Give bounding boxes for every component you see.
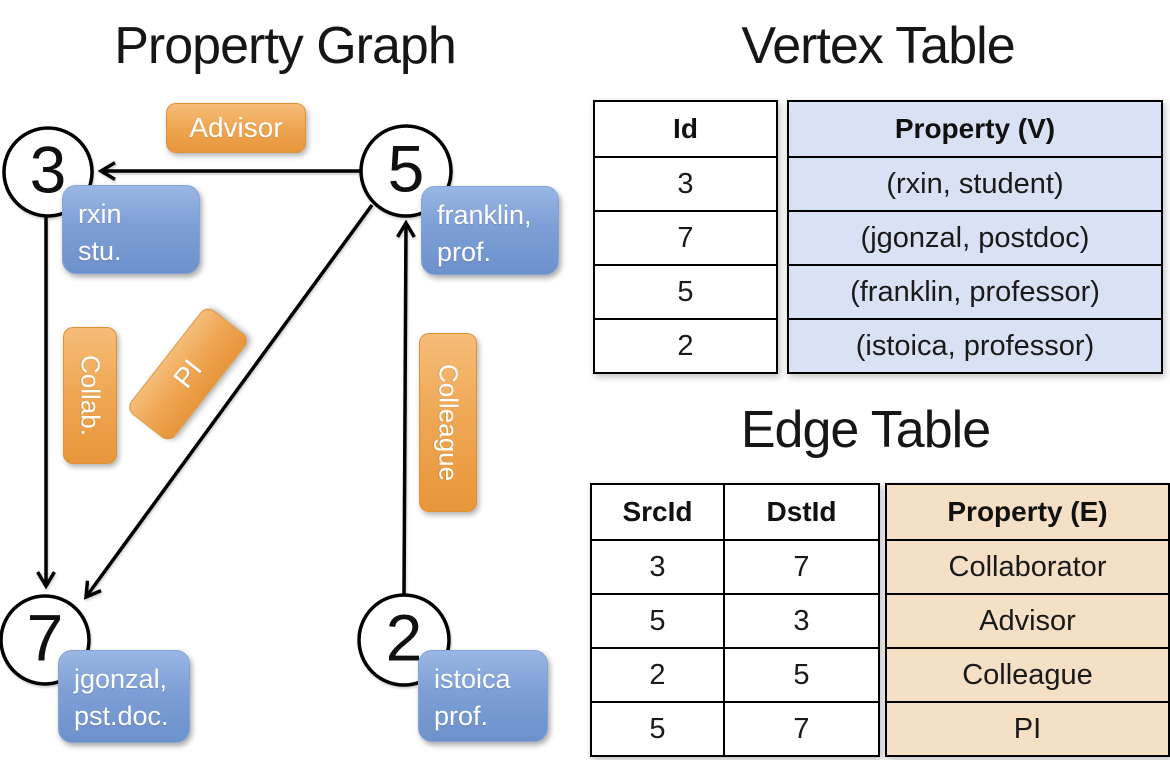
edge-col-header-srcid: SrcId: [590, 483, 725, 541]
node-id-2: 2: [385, 600, 423, 675]
node-id-5: 5: [387, 131, 425, 206]
edge-row-property: Advisor: [885, 593, 1170, 649]
edge-row-src: 5: [590, 593, 725, 649]
vertex-row-id: 7: [593, 210, 778, 266]
edge-table: SrcId DstId 3 7 5 3 2 5 5 7 Property (E)…: [590, 483, 1170, 757]
edge-col-header-dstid: DstId: [723, 483, 880, 541]
node-id-3: 3: [29, 132, 67, 207]
edge-table-title: Edge Table: [740, 401, 991, 459]
vertex-col-header-id: Id: [593, 100, 778, 158]
vertex-row-property: (istoica, professor): [787, 318, 1163, 374]
edge-ids-subtable: SrcId DstId 3 7 5 3 2 5 5 7: [590, 483, 880, 757]
edge-label-advisor: Advisor: [166, 103, 306, 153]
edge-row-property: Colleague: [885, 647, 1170, 703]
vertex-table: Id 3 7 5 2 Property (V) (rxin, student) …: [593, 100, 1163, 374]
edge-row-property: Collaborator: [885, 539, 1170, 595]
edge-label-collab: Collab.: [63, 327, 117, 464]
edge-row-src: 2: [590, 647, 725, 703]
edge-arrow-5-to-7-pi: [83, 203, 374, 600]
vertex-row-property: (franklin, professor): [787, 264, 1163, 320]
edge-row-property: PI: [885, 701, 1170, 757]
edge-row-src: 5: [590, 701, 725, 757]
vertex-property-box-jgonzal: jgonzal, pst.doc.: [58, 650, 190, 743]
vertex-row-property: (rxin, student): [787, 156, 1163, 212]
vertex-property-box-istoica: istoica prof.: [418, 650, 548, 742]
edge-row-src: 3: [590, 539, 725, 595]
vertex-col-header-property: Property (V): [787, 100, 1163, 158]
edge-label-colleague: Colleague: [419, 333, 477, 512]
vertex-row-id: 5: [593, 264, 778, 320]
node-id-7: 7: [26, 600, 64, 675]
edge-arrow-2-to-5-colleague: [396, 219, 416, 596]
edge-row-dst: 5: [723, 647, 880, 703]
vertex-row-id: 2: [593, 318, 778, 374]
vertex-property-box-rxin: rxin stu.: [62, 185, 200, 274]
edge-row-dst: 7: [723, 539, 880, 595]
property-graph-title: Property Graph: [114, 17, 457, 75]
edge-row-dst: 3: [723, 593, 880, 649]
vertex-row-id: 3: [593, 156, 778, 212]
vertex-table-title: Vertex Table: [741, 17, 1015, 75]
vertex-property-subtable: Property (V) (rxin, student) (jgonzal, p…: [787, 100, 1163, 374]
edge-col-header-property: Property (E): [885, 483, 1170, 541]
vertex-row-property: (jgonzal, postdoc): [787, 210, 1163, 266]
vertex-id-subtable: Id 3 7 5 2: [593, 100, 778, 374]
edge-property-subtable: Property (E) Collaborator Advisor Collea…: [885, 483, 1170, 757]
vertex-property-box-franklin: franklin, prof.: [421, 186, 559, 275]
edge-row-dst: 7: [723, 701, 880, 757]
